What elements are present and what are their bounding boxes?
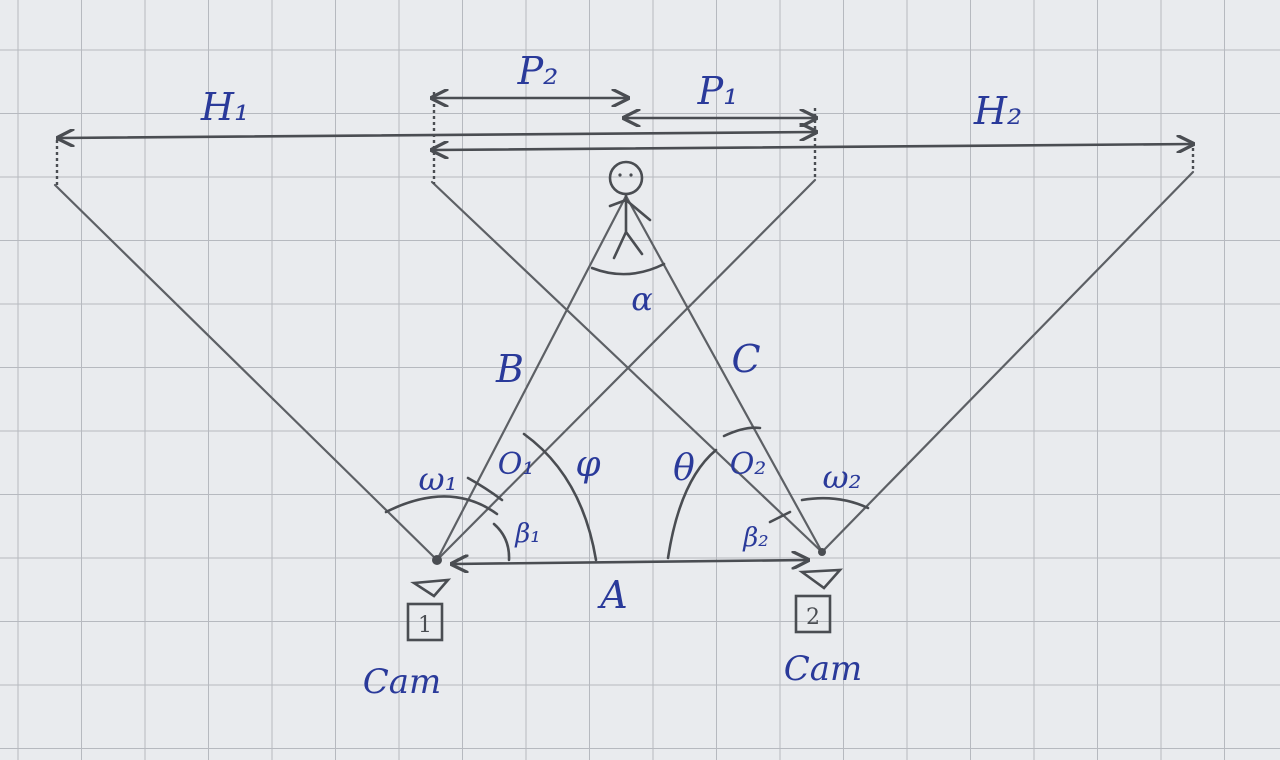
o1-arc — [466, 476, 504, 502]
person-head — [608, 160, 644, 196]
label-o2: O₂ — [730, 447, 767, 482]
label-omega2: ω₂ — [823, 458, 862, 496]
baseline-arrow-A — [452, 560, 808, 564]
cam2-lens-icon — [798, 568, 844, 590]
label-a: A — [597, 573, 627, 617]
cam1-target-line-B — [435, 194, 628, 562]
cam2-origin-point — [818, 548, 826, 556]
label-alpha: α — [631, 280, 653, 318]
person-eye-left — [618, 173, 622, 177]
phi-arc — [522, 432, 598, 562]
cam2-body-icon — [794, 594, 832, 634]
cam1-lens-icon — [410, 578, 452, 598]
person-figure — [608, 160, 652, 260]
omega1-arc — [384, 495, 499, 516]
label-p1: P₁ — [697, 69, 739, 113]
person-body — [608, 192, 652, 260]
cam2-right-fov-line — [820, 170, 1195, 554]
dimension-arrows — [58, 98, 1193, 564]
label-p2: P₂ — [517, 49, 559, 93]
cam1-origin-point — [432, 555, 442, 565]
cam2-number: 2 — [806, 605, 820, 630]
cam2-label: Cam — [784, 649, 863, 689]
cam2-target-line-C — [624, 194, 824, 554]
cam1-label: Cam — [363, 662, 442, 702]
beta1-arc — [492, 522, 511, 562]
cam1-number: 1 — [418, 613, 432, 638]
beta2-arc — [768, 510, 792, 524]
h2-arrow — [432, 144, 1193, 150]
cam1-body-icon — [406, 602, 444, 642]
angle-arcs — [384, 262, 870, 562]
label-beta2: β₂ — [742, 523, 768, 553]
cam2-left-fov-line — [430, 180, 824, 554]
label-c: C — [731, 337, 760, 381]
camera-2: 2 Cam — [784, 548, 863, 689]
cam1-right-fov-line — [435, 178, 817, 562]
camera-1: 1 Cam — [363, 555, 452, 702]
omega2-arc — [800, 496, 870, 510]
label-theta: θ — [673, 448, 695, 489]
h1-arrow — [58, 132, 816, 138]
diagram-labels: H₁ H₂ P₂ P₁ α B C φ θ ω₁ ω₂ O₁ O₂ β₁ β₂ … — [200, 49, 1022, 617]
label-b: B — [495, 347, 524, 391]
cam1-left-fov-line — [53, 183, 439, 562]
alpha-arc — [590, 262, 666, 276]
label-omega1: ω₁ — [419, 460, 458, 498]
label-beta1: β₁ — [514, 519, 540, 549]
field-of-view-lines — [53, 170, 1195, 562]
label-phi: φ — [575, 444, 601, 485]
label-o1: O₁ — [498, 447, 535, 482]
o2-arc — [722, 426, 762, 438]
label-h1: H₁ — [200, 85, 249, 129]
person-eye-right — [629, 173, 633, 177]
theta-arc — [666, 448, 718, 560]
label-h2: H₂ — [973, 89, 1022, 133]
